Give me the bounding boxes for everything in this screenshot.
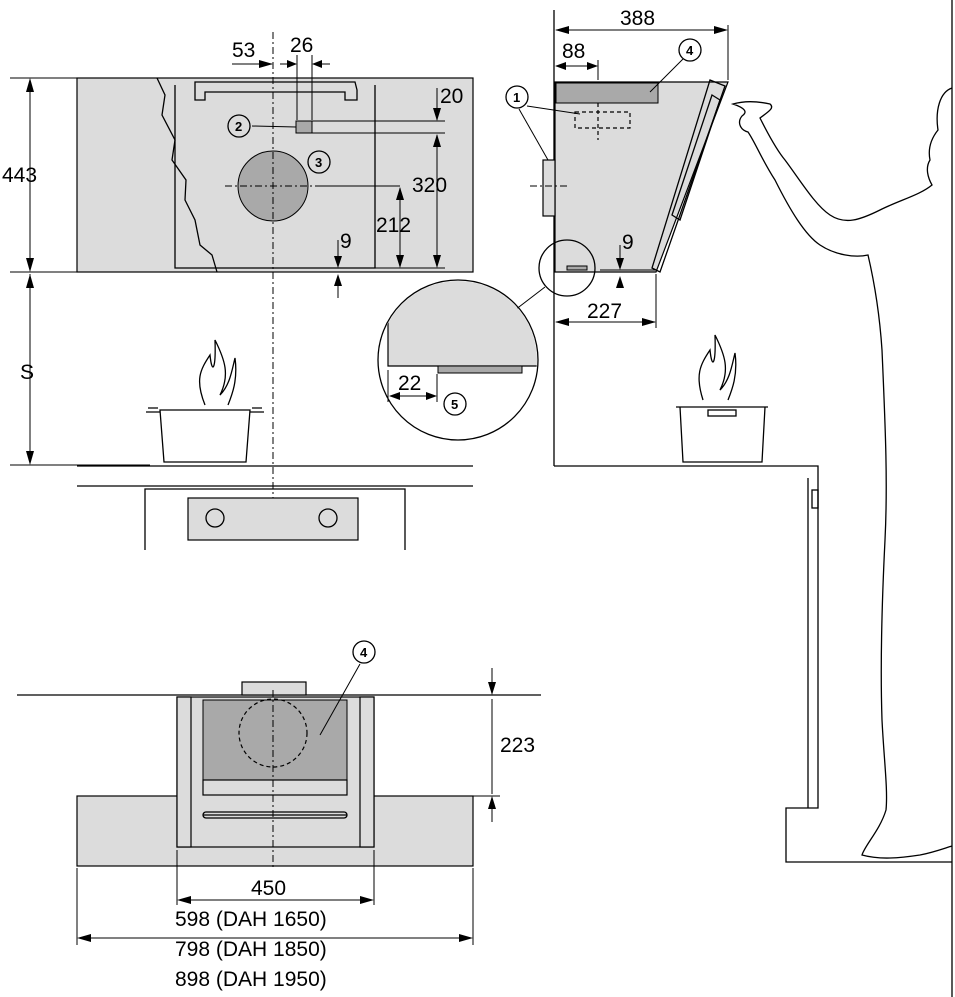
dim-598: 598 (DAH 1650) [175,908,327,931]
glass-panel [651,79,726,273]
callout-4-side [678,38,702,62]
callout-4-top-label: 4 [360,645,368,660]
wall-break-edge [156,77,218,273]
dim-223: 223 [500,734,535,757]
dim-450: 450 [251,877,286,900]
callout-2 [227,114,251,138]
duct-dashed-outline [238,698,308,768]
detail-magnifier [377,279,546,441]
dim-212: 212 [376,214,411,237]
dim-20: 20 [440,85,463,108]
pot-front [146,339,264,463]
flame-front [198,339,237,406]
dim-227: 227 [587,300,622,323]
dim-9-side: 9 [622,231,634,254]
pot-side [676,334,768,463]
top-view [17,681,541,870]
dim-9-front: 9 [340,230,352,253]
callout-5-label: 5 [451,397,458,412]
callout-4-side-label: 4 [686,43,694,58]
front-view [76,32,474,540]
callout-5 [443,392,467,416]
callout-1-label: 1 [513,90,520,105]
top-dimensions [76,668,500,945]
detail-zoom-circle [538,239,596,297]
front-dimensions [10,55,445,466]
callout-2-label: 2 [235,119,242,134]
connection-box-2 [295,120,313,134]
dim-798: 798 (DAH 1850) [175,938,327,961]
front-top-rail [194,81,358,101]
counter-side [554,465,952,863]
dim-26: 26 [290,34,313,57]
filter-4-top [202,699,348,781]
dim-22: 22 [398,372,421,395]
flame-side [698,334,737,401]
side-view [530,10,729,466]
front-inner-frame [174,85,376,269]
control-knob-left [205,508,225,528]
callouts [227,38,702,736]
labels: 443 S 53 26 20 320 212 9 388 88 9 227 22… [2,7,694,991]
wall-bracket-1 [542,159,556,217]
dim-320: 320 [412,174,447,197]
control-knob-right [318,508,338,528]
dim-88: 88 [562,40,585,63]
side-dimensions [555,25,729,328]
filter-4-side [555,82,659,104]
dim-898: 898 (DAH 1950) [175,968,327,991]
dim-s: S [20,361,34,384]
cooktop-front [77,465,473,550]
dim-53: 53 [232,39,255,62]
callout-4-top [352,640,376,664]
person-silhouette [730,87,953,859]
dim-388: 388 [620,7,655,30]
callout-1 [505,85,529,109]
callout-3 [307,150,331,174]
callout-3-label: 3 [315,155,322,170]
dim-443: 443 [2,164,37,187]
dashed-connector [574,103,631,140]
